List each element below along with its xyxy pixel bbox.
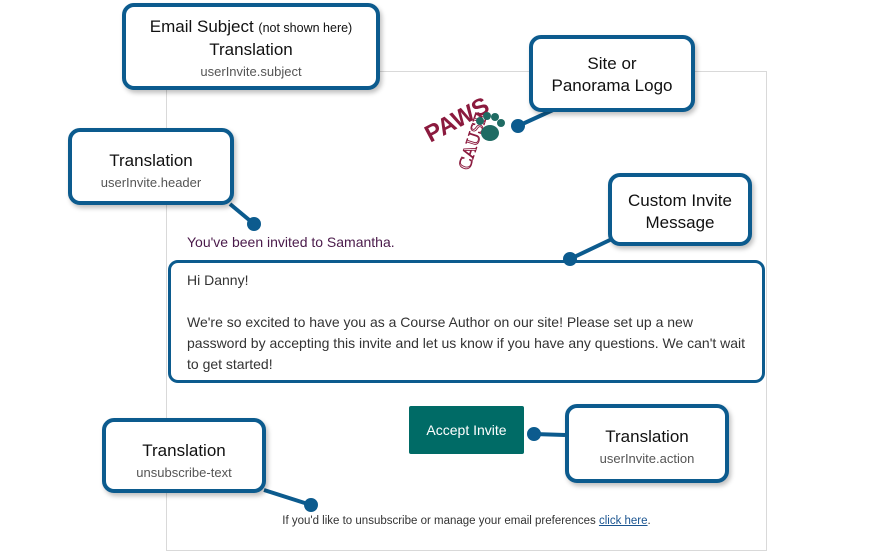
custom-invite-message: Hi Danny! We're so excited to have you a… [168,260,765,383]
callout-logo-line2: Panorama Logo [551,76,673,95]
callout-header-title: Translation [109,151,193,170]
accept-invite-button[interactable]: Accept Invite [409,406,524,454]
paw-icon [476,112,505,141]
unsubscribe-line: If you'd like to unsubscribe or manage y… [166,515,767,527]
callout-subject-note: (not shown here) [258,21,353,35]
callout-action-title: Translation [605,427,689,446]
callout-subject-subtitle: Translation [209,40,293,59]
callout-header-key: userInvite.header [100,175,202,190]
callout-unsubscribe-title: Translation [142,441,226,460]
callout-header-translation: Translation userInvite.header [68,128,234,205]
paws-logo-graphic: PAWS CAUSE [420,92,505,173]
callout-custom-line1: Custom Invite [628,191,732,210]
callout-action-translation: Translation userInvite.action [565,404,729,483]
unsubscribe-suffix: . [647,515,651,527]
callout-subject-key: userInvite.subject [200,64,302,79]
callout-email-subject: Email Subject (not shown here) Translati… [122,3,380,90]
unsubscribe-link[interactable]: click here [598,515,648,527]
callout-unsubscribe-translation: Translation unsubscribe-text [102,418,266,493]
message-body: We're so excited to have you as a Course… [187,314,746,372]
callout-custom-line2: Message [645,213,715,232]
site-logo: PAWS CAUSE [420,92,514,176]
callout-action-key: userInvite.action [599,451,695,466]
callout-custom-message: Custom Invite Message [608,173,752,246]
callout-subject-title: Email Subject [149,17,254,36]
callout-logo-line1: Site or [587,54,637,73]
message-greeting: Hi Danny! [187,272,249,288]
invite-header: You've been invited to Samantha. [187,234,395,250]
callout-unsubscribe-key: unsubscribe-text [136,465,232,480]
unsubscribe-text: If you'd like to unsubscribe or manage y… [282,515,596,527]
callout-logo: Site or Panorama Logo [529,35,695,112]
